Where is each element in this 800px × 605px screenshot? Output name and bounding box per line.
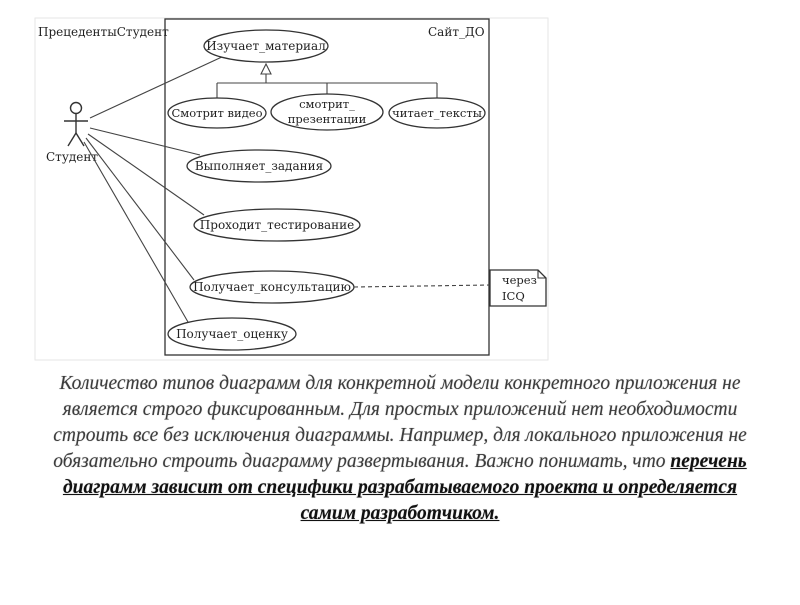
generalization	[216, 62, 438, 100]
use-case-watches-presentation	[270, 93, 384, 131]
actor-right-leg	[75, 132, 85, 147]
diagram-frame	[34, 17, 549, 361]
use-case-consultation-label: Получает_консультацию	[193, 280, 351, 294]
note-line-2: ICQ	[502, 289, 525, 303]
association-does-tasks	[89, 127, 201, 156]
use-case-watches-video	[167, 97, 267, 129]
use-case-takes-test	[193, 208, 361, 242]
note-body	[489, 269, 547, 307]
caption-text: Количество типов диаграмм для конкретной…	[53, 373, 747, 472]
use-case-reads-texts-label: читает_тексты	[392, 106, 482, 120]
system-name: Сайт_ДО	[428, 25, 485, 39]
association-gets-grade	[83, 141, 189, 323]
use-case-watches-video-label: Смотрит видео	[171, 106, 262, 120]
association-consultation	[85, 137, 195, 281]
use-case-watches-presentation-label-1: смотрит_	[299, 97, 355, 111]
actor-left-leg	[67, 132, 77, 147]
system-boundary	[164, 18, 490, 356]
note-link	[353, 284, 491, 288]
association-studies	[89, 55, 225, 119]
use-case-gets-grade-label: Получает_оценку	[176, 327, 288, 341]
use-case-does-tasks-label: Выполняет_задания	[195, 159, 323, 173]
actor-head	[69, 101, 83, 115]
use-case-studies	[203, 29, 329, 63]
associations	[83, 55, 225, 323]
slide-caption: Количество типов диаграмм для конкретной…	[40, 371, 760, 527]
use-case-studies-label: Изучает_материал	[206, 39, 326, 53]
use-case-does-tasks	[186, 149, 332, 183]
use-case-gets-grade	[167, 317, 297, 351]
use-case-watches-presentation-label-2: презентации	[288, 112, 367, 126]
caption-emphasis: перечень диаграмм зависит от специфики р…	[62, 451, 747, 524]
association-takes-test	[87, 133, 205, 216]
note-fold	[537, 270, 546, 279]
note-line-1: через	[502, 273, 537, 287]
actor-student	[64, 101, 88, 147]
note-icq: через ICQ	[489, 269, 547, 307]
generalization-arrowhead	[260, 62, 272, 75]
frame-label: ПрецедентыСтудент	[38, 25, 169, 39]
use-case-reads-texts	[388, 97, 486, 129]
use-case-takes-test-label: Проходит_тестирование	[200, 218, 354, 232]
actor-name: Студент	[46, 150, 98, 164]
